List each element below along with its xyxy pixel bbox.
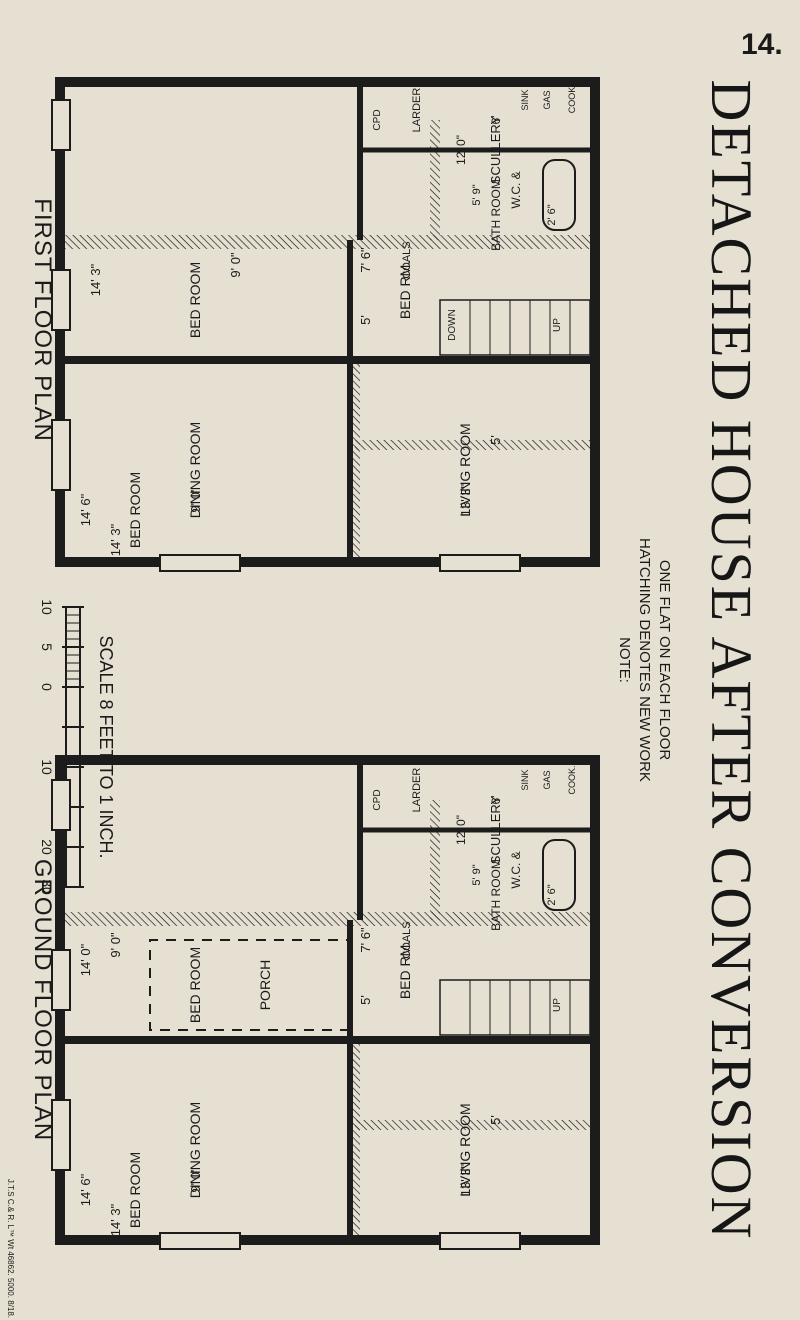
room-label: DINING ROOM — [187, 1102, 203, 1198]
room-label: LARDER — [411, 88, 423, 133]
scale-tick-label: 5 — [39, 643, 55, 651]
dimension: 14' 3" — [88, 263, 103, 296]
room-label: COALS — [401, 241, 413, 278]
note-hatching: HATCHING DENOTES NEW WORK — [636, 538, 653, 782]
dimension: 5' — [488, 435, 503, 445]
room-label: BATH ROOM — [489, 179, 503, 251]
fixture-label: GAS — [542, 770, 552, 789]
dimension: 5' 9" — [471, 864, 483, 885]
scale-label: SCALE 8 FEET TO 1 INCH. — [96, 635, 116, 858]
room-label: PORCH — [257, 960, 273, 1011]
fixture-label: SINK — [520, 769, 530, 790]
room-label: DINING ROOM — [187, 422, 203, 518]
scale-tick-label: 10 — [39, 599, 55, 615]
dimension: 6' — [489, 116, 503, 125]
scale-bar: SCALE 8 FEET TO 1 INCH. 10 5 0 10 20 30 — [39, 599, 116, 895]
dimension: 9' 0" — [188, 1167, 203, 1193]
stair-label: UP — [552, 318, 563, 332]
dimension: 7' 6" — [358, 927, 373, 953]
room-label: W.C. & — [509, 171, 523, 208]
staircase — [439, 979, 591, 1036]
dimension: 5' — [358, 995, 373, 1005]
new-partition — [60, 235, 595, 249]
room-label: BED ROOM — [127, 1152, 143, 1228]
room-label: BED RM. — [397, 261, 413, 319]
first-floor-plan: FIRST FLOOR PLAN — [29, 77, 600, 572]
dimension: 14' 6" — [78, 1173, 93, 1206]
new-partition — [430, 120, 440, 240]
dimension: 9' 0" — [228, 252, 243, 278]
scale-tick-label: 30 — [39, 879, 55, 895]
room-label: LIVING ROOM — [457, 423, 473, 516]
dimension: 12' 0" — [454, 135, 468, 165]
new-partition — [430, 800, 440, 920]
room-label: LIVING ROOM — [457, 1103, 473, 1196]
staircase — [439, 299, 591, 356]
dimension: 5' — [358, 315, 373, 325]
scale-tick-label: 0 — [39, 683, 55, 691]
room-label: BED ROOM — [187, 262, 203, 338]
dimension: 13' 3" — [458, 483, 473, 516]
fixture-label: GAS — [542, 90, 552, 109]
room-label: BATH ROOM — [489, 859, 503, 931]
dimension: 14' 0" — [78, 943, 93, 976]
dimension: 12' 0" — [454, 815, 468, 845]
new-partition — [60, 912, 595, 926]
room-label: COALS — [401, 921, 413, 958]
dimension: 5' 9" — [471, 184, 483, 205]
room-label: BED ROOM — [127, 472, 143, 548]
porch-outline — [149, 939, 351, 1031]
fixture-label: COOK. — [567, 765, 577, 794]
scale-tick-label: 20 — [39, 839, 55, 855]
dimension: 5' — [488, 1115, 503, 1125]
room-label: BED RM. — [397, 941, 413, 999]
room-label: BED ROOM — [187, 947, 203, 1023]
dimension: 7' 6" — [358, 247, 373, 273]
note-heading: NOTE: — [616, 637, 633, 683]
new-partition — [355, 1120, 595, 1130]
room-label: CPD — [372, 789, 383, 810]
room-label: W.C. & — [509, 851, 523, 888]
room-label: LARDER — [411, 768, 423, 813]
fixture-label: COOK — [567, 87, 577, 114]
room-label: CPD — [372, 109, 383, 130]
new-partition — [355, 440, 595, 450]
room-label: SCULLERY — [488, 795, 503, 864]
dimension: 6' — [489, 796, 503, 805]
print-credit: J.T.S C.& R. L™ Wt 46862. 5000. 8/18. — [6, 1179, 15, 1318]
drawing-title: DETACHED HOUSE AFTER CONVERSION — [699, 80, 764, 1241]
note-flats: ONE FLAT ON EACH FLOOR — [656, 560, 673, 760]
stair-label: DOWN — [447, 309, 458, 341]
stair-label: UP — [552, 998, 563, 1012]
ground-floor-plan: GROUND FLOOR PLAN — [29, 755, 600, 1250]
room-label: SCULLERY — [488, 115, 503, 184]
dimension: 9' 0" — [108, 932, 123, 958]
scale-tick-label: 10 — [39, 759, 55, 775]
dimension: 9' 0" — [188, 487, 203, 513]
dimension: 14' 6" — [78, 493, 93, 526]
dimension: 14' 3" — [108, 523, 123, 556]
bath-tub-icon — [542, 839, 576, 911]
dimension: 2' 6" — [546, 884, 558, 905]
dimension: 14' 3" — [108, 1203, 123, 1236]
dimension: 13' 3" — [458, 1163, 473, 1196]
page-number: 14. — [741, 28, 783, 61]
fixture-label: SINK — [520, 89, 530, 110]
bath-tub-icon — [542, 159, 576, 231]
dimension: 2' 6" — [546, 204, 558, 225]
hatching-note: NOTE: HATCHING DENOTES NEW WORK ONE FLAT… — [616, 538, 673, 782]
